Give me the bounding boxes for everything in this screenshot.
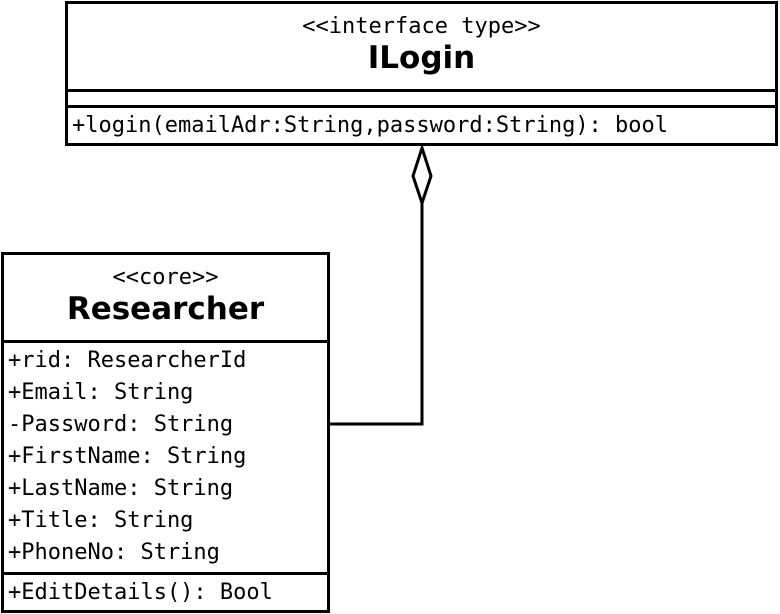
class-researcher: <<core>> Researcher +rid: ResearcherId +… xyxy=(1,252,330,613)
attribute-firstname: +FirstName: String xyxy=(8,444,247,469)
attribute-email: +Email: String xyxy=(8,380,194,405)
attribute-rid: +rid: ResearcherId xyxy=(8,348,247,373)
class-researcher-name: Researcher xyxy=(66,291,265,327)
attribute-phoneno: +PhoneNo: String xyxy=(8,540,220,565)
aggregation-line xyxy=(330,203,424,426)
class-ilogin-name: ILogin xyxy=(367,40,476,76)
class-researcher-attributes: +rid: ResearcherId +Email: String -Passw… xyxy=(4,343,327,575)
class-researcher-operations: +EditDetails(): Bool xyxy=(4,575,327,609)
class-ilogin-operation: +login(emailAdr:String,password:String):… xyxy=(72,113,669,138)
operation-editdetails: +EditDetails(): Bool xyxy=(8,580,273,605)
attribute-password: -Password: String xyxy=(8,412,234,437)
class-ilogin-stereotype: <<interface type>> xyxy=(302,14,541,39)
aggregation-diamond-icon xyxy=(411,143,433,208)
attribute-lastname: +LastName: String xyxy=(8,476,234,501)
class-researcher-stereotype: <<core>> xyxy=(112,265,219,290)
class-researcher-header: <<core>> Researcher xyxy=(4,255,327,343)
class-ilogin-operations: +login(emailAdr:String,password:String):… xyxy=(68,108,775,142)
class-ilogin-header: <<interface type>> ILogin xyxy=(68,4,775,92)
attribute-title: +Title: String xyxy=(8,508,194,533)
class-ilogin: <<interface type>> ILogin +login(emailAd… xyxy=(65,1,778,146)
class-ilogin-attributes xyxy=(68,92,775,108)
